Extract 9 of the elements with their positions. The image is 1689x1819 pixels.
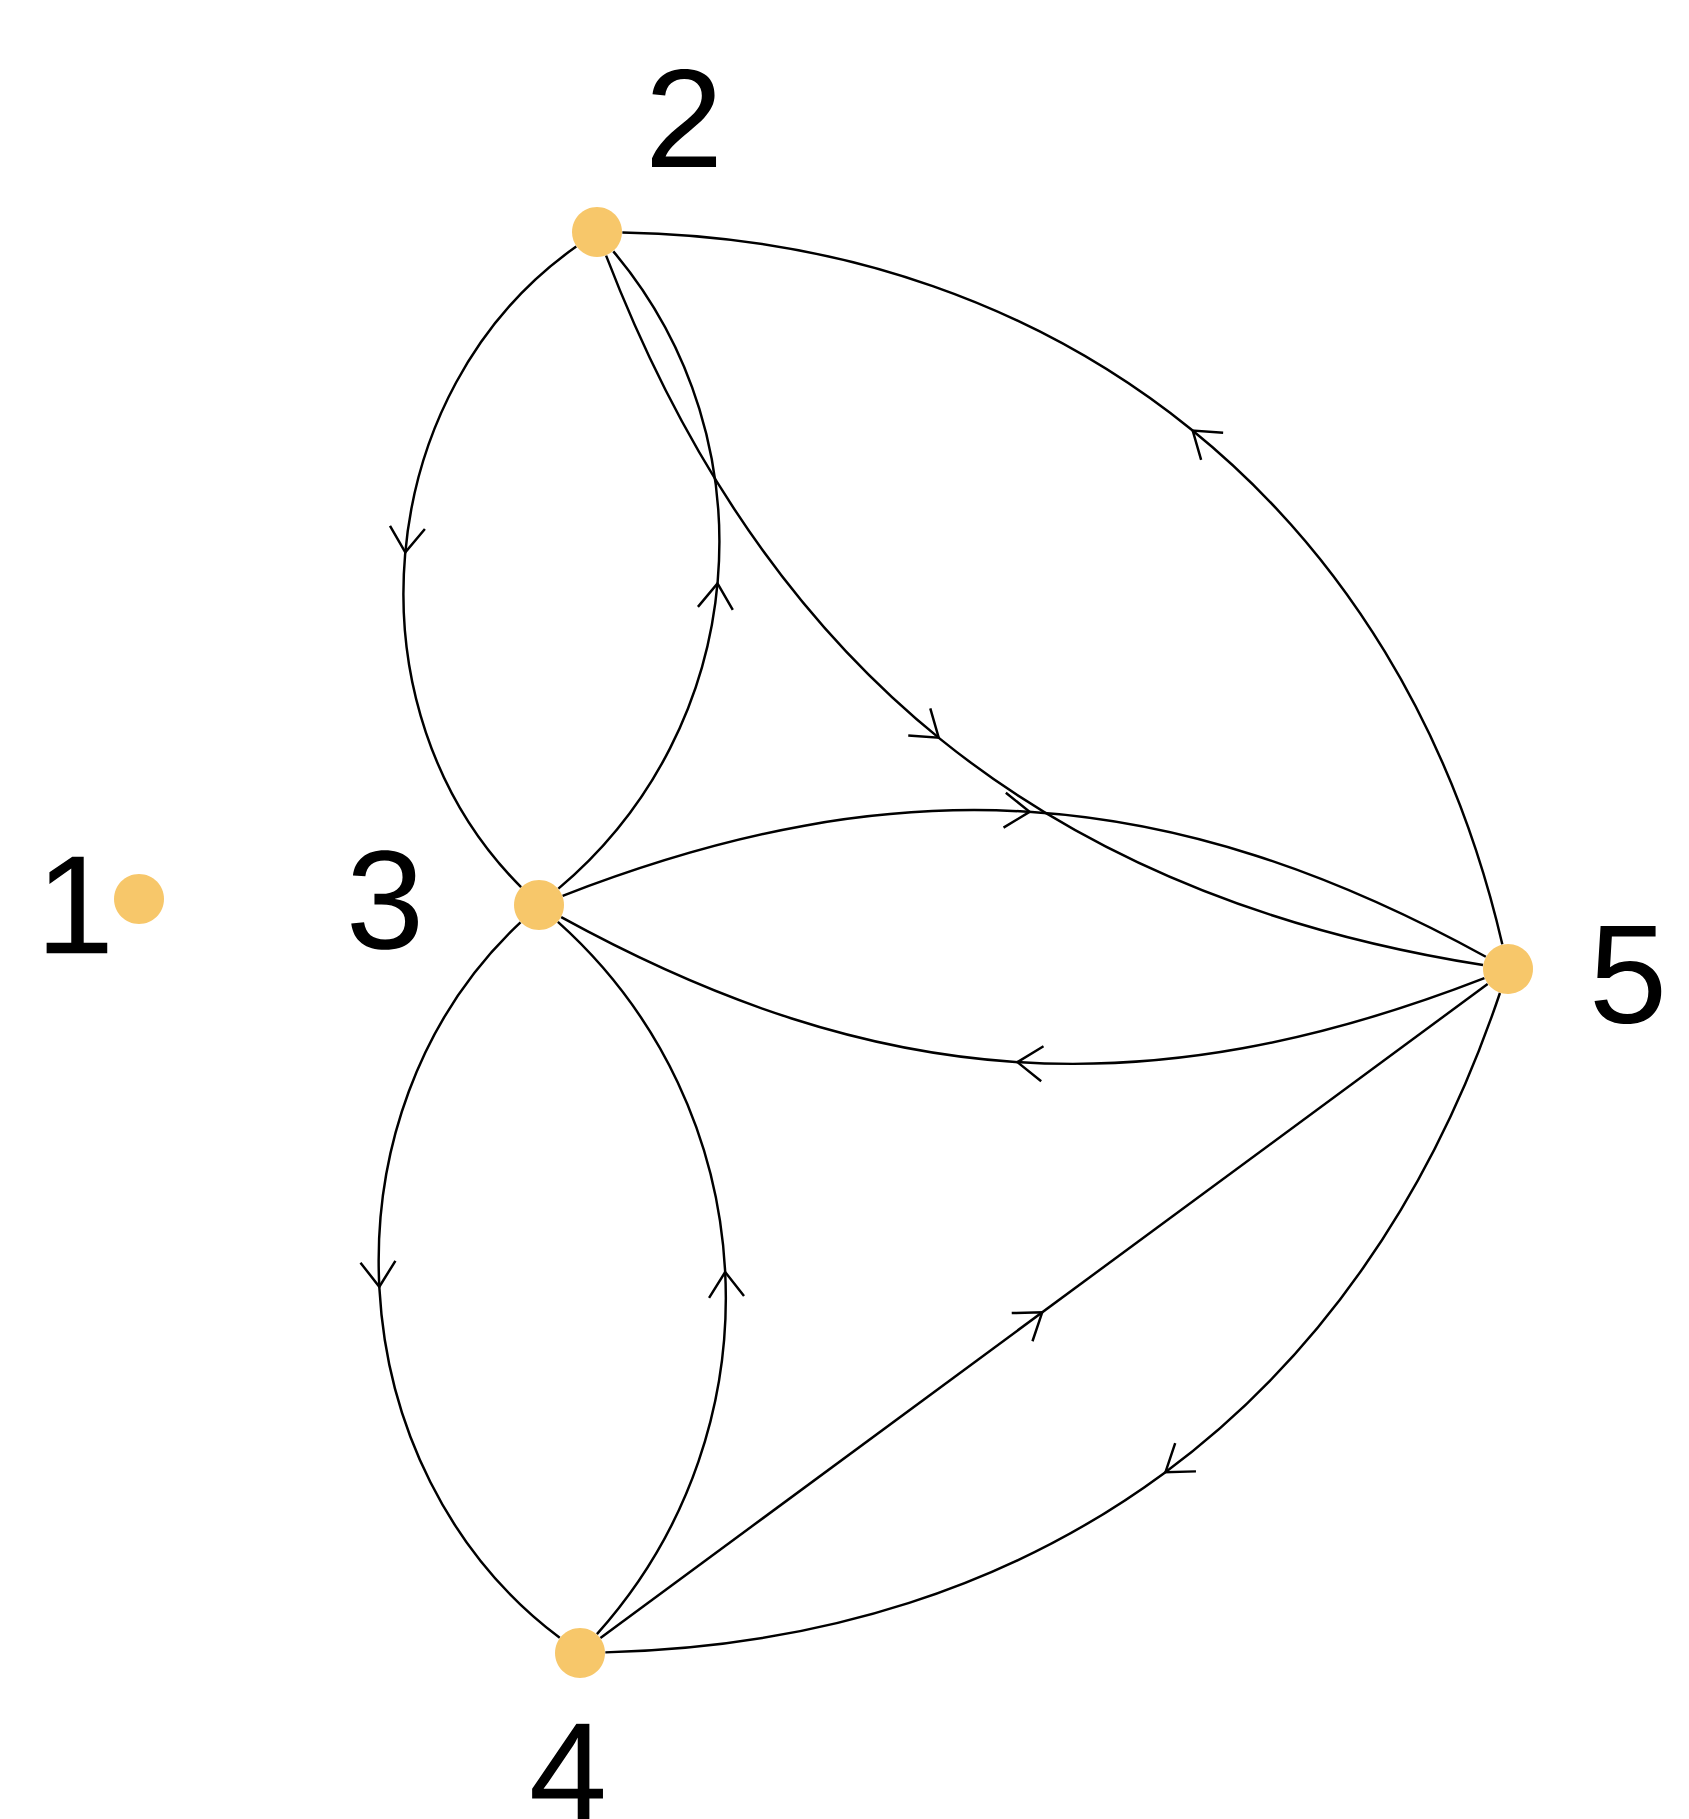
vertex-label: 3 — [351, 850, 418, 950]
vertex-label: 2 — [652, 68, 716, 168]
vertex-dot — [555, 1628, 605, 1678]
vertex-dot — [514, 880, 564, 930]
vertex-label: 5 — [1594, 925, 1662, 1025]
vertex-label: 1 — [46, 856, 108, 954]
vertex-dot — [1483, 944, 1533, 994]
vertex-dot — [572, 207, 622, 257]
vertex-dot — [114, 874, 164, 924]
